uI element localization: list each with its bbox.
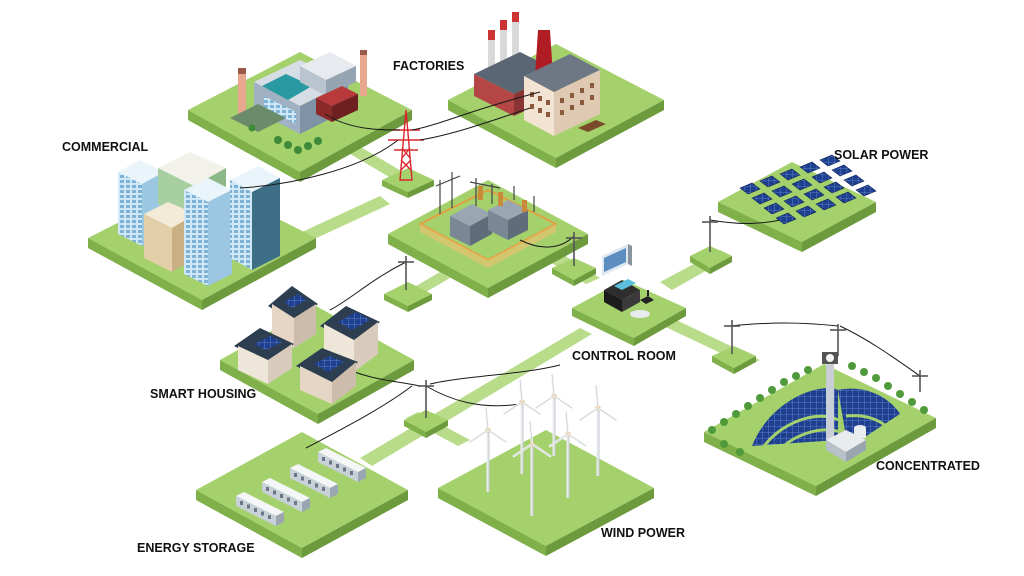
tree-border [708, 362, 928, 456]
grid-connectors [302, 142, 760, 466]
solar-panel [739, 182, 761, 195]
chimney [238, 68, 246, 116]
solar-panel [835, 191, 857, 204]
solar-panel [855, 184, 877, 197]
solar-panel [751, 192, 773, 205]
label-energy-storage: ENERGY STORAGE [137, 541, 255, 555]
utility-pole [912, 370, 928, 392]
battery-container [236, 492, 284, 526]
battery-container-rows [236, 448, 366, 526]
pad-storage-pole [404, 410, 448, 438]
office-tower [230, 166, 280, 192]
battery-container [262, 478, 310, 512]
solar-panel [799, 161, 821, 174]
trees [248, 124, 322, 154]
solar-panel [843, 174, 865, 187]
commercial-buildings [118, 152, 280, 286]
house [234, 328, 294, 384]
factory-red-hall [316, 86, 358, 106]
factory-complex-left [230, 50, 367, 154]
office-tower [118, 160, 164, 184]
factory-complex-right [474, 12, 606, 136]
solar-panel [823, 181, 845, 194]
solar-panel [815, 198, 837, 211]
power-block [826, 425, 866, 462]
battery-container [318, 448, 366, 482]
platform-energy-storage [196, 432, 408, 558]
solar-panel [803, 188, 825, 201]
wind-turbines [468, 372, 618, 516]
solar-panel [775, 212, 797, 225]
utility-pole [398, 256, 414, 290]
platform-substation [388, 180, 588, 298]
solar-panel [819, 154, 841, 167]
connector-pads [382, 168, 756, 438]
chimney [512, 12, 519, 72]
power-lines [239, 91, 921, 449]
label-wind-power: WIND POWER [601, 526, 685, 540]
solar-panel [791, 178, 813, 191]
solar-panel [771, 185, 793, 198]
smart-houses [234, 286, 380, 404]
solar-panel [795, 205, 817, 218]
solar-panel [759, 175, 781, 188]
pad-control-pole [552, 258, 596, 286]
office-tower [158, 152, 226, 186]
utility-pole [724, 320, 740, 354]
chimney [488, 30, 495, 80]
utility-pole [566, 232, 582, 266]
house [296, 348, 358, 404]
control-room-equipment [602, 244, 654, 318]
connector-commercial-hub [302, 196, 390, 240]
label-factories: FACTORIES [393, 59, 464, 73]
label-solar-power: SOLAR POWER [834, 148, 928, 162]
solar-panel-array [739, 154, 877, 225]
label-smart-housing: SMART HOUSING [150, 387, 256, 401]
wind-turbine [512, 420, 552, 516]
utility-poles [398, 216, 928, 418]
substation [417, 172, 559, 268]
solar-panel [783, 195, 805, 208]
wind-turbine [548, 410, 588, 498]
battery-container [290, 464, 338, 498]
office-tower [144, 202, 196, 228]
factory-hall-teal [262, 74, 312, 100]
chimney [360, 50, 367, 96]
chimney [500, 20, 507, 76]
concentrated-solar-plant [708, 352, 928, 462]
wind-turbine [578, 384, 618, 476]
pad-concentrated-pole [712, 346, 756, 374]
wind-turbine [534, 372, 574, 456]
solar-panel [811, 171, 833, 184]
pad-solar-pole [690, 246, 732, 274]
platform-control-room [572, 280, 686, 346]
pad-housing-pole [384, 282, 432, 312]
solar-tower [826, 356, 834, 446]
utility-pole [830, 324, 846, 356]
transformer [450, 200, 528, 246]
transmission-pylon [388, 109, 424, 181]
label-concentrated: CONCENTRATED [876, 459, 980, 473]
label-control-room: CONTROL ROOM [572, 349, 676, 363]
label-commercial: COMMERCIAL [62, 140, 148, 154]
solar-panel [763, 202, 785, 215]
wind-turbine [502, 378, 542, 474]
solar-panel [779, 168, 801, 181]
utility-pole [702, 216, 718, 252]
utility-pole [418, 380, 434, 418]
wind-turbine [468, 406, 508, 492]
solar-panel [831, 164, 853, 177]
office-chair [640, 296, 654, 304]
platform-wind-power [438, 430, 654, 556]
keyboard [614, 279, 636, 290]
